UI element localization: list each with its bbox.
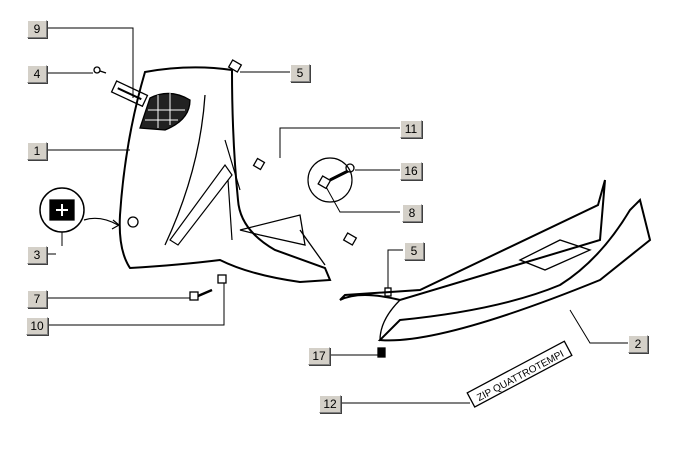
piaggio-logo-part [39, 187, 121, 233]
callout-1[interactable]: 1 [27, 142, 47, 160]
leader-lines [46, 27, 628, 404]
side-panel-part [339, 179, 652, 342]
badge-part [110, 80, 149, 108]
callout-2[interactable]: 2 [628, 335, 648, 353]
screw-part [93, 66, 107, 74]
callout-4[interactable]: 4 [27, 65, 47, 83]
front-shield-part [118, 66, 332, 284]
callout-10[interactable]: 10 [26, 317, 48, 335]
callout-12[interactable]: 12 [319, 395, 341, 413]
callout-7[interactable]: 7 [27, 290, 47, 308]
decal-text: ZIP QUATTROTEMPI [475, 349, 566, 404]
callout-3[interactable]: 3 [27, 246, 47, 264]
shield-grille [139, 92, 191, 131]
callout-5-top[interactable]: 5 [290, 64, 310, 82]
fastener-parts [189, 59, 392, 358]
callout-9[interactable]: 9 [27, 20, 47, 38]
callout-11[interactable]: 11 [400, 120, 422, 138]
decal-part: ZIP QUATTROTEMPI [466, 340, 573, 408]
callout-16[interactable]: 16 [400, 162, 422, 180]
callout-17[interactable]: 17 [308, 347, 330, 365]
callout-5-right[interactable]: 5 [404, 242, 424, 260]
callout-8[interactable]: 8 [402, 204, 422, 222]
